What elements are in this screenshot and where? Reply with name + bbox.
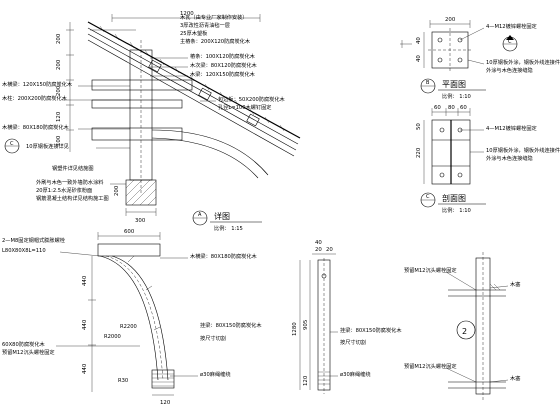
plan-b-dim-left-2: 40: [416, 55, 422, 62]
callout-crossbeam-1: 木横梁：120X150防腐炭化木: [2, 80, 73, 88]
section-c-mark: C: [426, 194, 430, 200]
detail-2-callout-4: 木塞: [510, 374, 520, 382]
plan-b-title: B 平面图 比例： 1:10: [420, 78, 486, 100]
post-dim-top-3: 20: [326, 247, 333, 253]
post-callout-2: 按尺寸切割: [340, 338, 366, 346]
brace-dim-bottom: 120: [160, 400, 171, 406]
callout-crossbeam-2: 木横梁：80X180防腐炭化木: [2, 123, 70, 131]
dim-left-a-3: 200: [56, 85, 62, 96]
callout-roof-tile: 木瓦（由专业厂家制作安装）: [180, 13, 247, 21]
detail-2-bubble: [456, 320, 476, 340]
detail-a-title: A 详图 比例： 1:15: [192, 210, 262, 232]
detail-2-callout-2: 木塞: [510, 280, 520, 288]
brace-r30: R30: [118, 378, 128, 384]
plan-b-title-text: 平面图: [442, 80, 466, 89]
callout-concrete: 钢筋混凝土结构详见结构施工图: [36, 194, 109, 202]
section-c-dim-left-1: 220: [416, 147, 422, 158]
brace-dim-side-3: 440: [82, 363, 88, 374]
section-c-title: C 剖面图 比例： 1:10: [420, 192, 486, 214]
brace-dim-top: 600: [124, 229, 135, 235]
post-dim-side-1: 1280: [292, 322, 298, 336]
section-c-title-text: 剖面图: [442, 193, 466, 203]
callout-mortar: 20厚1:2.5水泥砂浆粉面: [36, 186, 92, 194]
post-callout-3: ø30麻绳缠绕: [340, 370, 371, 378]
post-callout-1: 挂梁：80X150防腐炭化木: [340, 326, 402, 334]
detail-2-mark: 2: [462, 327, 467, 336]
detail-a-scale: 比例： 1:15: [214, 224, 243, 232]
dim-top-a: 1200: [180, 11, 194, 17]
callout-steel-detail: 钢塑件详见结施图: [52, 164, 94, 172]
section-c-dim-1: 60: [434, 105, 441, 111]
section-c-drawing: 60 80 60 220 50 4—M12镀锌螺栓固定 10厚钢板外涂，钢板外线…: [416, 105, 560, 185]
callout-secondary-beam: 木次梁：80X120防腐炭化木: [190, 61, 258, 69]
brace-callout-top-2: L80X80X8L=110: [2, 248, 46, 254]
callout-main-purlin: 主樁条：200X120防腐炭化木: [180, 37, 251, 45]
brace-callout-right-3: ø30麻绳缠绕: [200, 370, 231, 378]
dim-bottom-a-2: 200: [114, 185, 120, 196]
post-dim-side-3: 120: [303, 375, 309, 386]
brace-callout-top: 2—M8固定钢帽式膨胀螺栓: [2, 236, 66, 244]
brace-callout-side-1: 60X80防腐炭化木: [2, 340, 46, 348]
post-dim-top-1: 40: [315, 240, 322, 246]
plan-b-bubble-c-label: C: [508, 39, 512, 45]
post-dim-side-2: 905: [303, 320, 309, 330]
callout-beam: 木梁：120X150防腐炭化木: [190, 70, 256, 78]
callout-column: 木柱：200X200防腐炭化木: [2, 94, 68, 102]
detail-2-drawing: 预留M12沉头螺栓固定 木塞 预留M12沉头螺栓固定 木塞 2: [404, 252, 520, 400]
plan-b-callout-1: 4—M12镀锌螺栓固定: [486, 22, 537, 30]
detail-a-mark: A: [198, 212, 202, 218]
dim-left-a-5: 100: [56, 135, 62, 146]
plan-b-callout-2: 10厚钢板外涂，钢板外线连接件: [486, 58, 560, 66]
detail-2-callout-1: 预留M12沉头螺栓固定: [404, 266, 457, 274]
section-c-scale: 比例： 1:10: [442, 206, 471, 214]
brace-callout-right-1: 挂梁：80X150防腐炭化木: [200, 321, 262, 329]
detail-2-callout-3: 预留M12沉头螺栓固定: [404, 362, 457, 370]
plan-b-callout-3: 外涂与木色连接缝隐: [486, 66, 533, 74]
callout-screw: 孔径L=100木螺钉固定: [218, 103, 271, 111]
brace-dim-side-2: 440: [82, 319, 88, 330]
dim-left-a-2: 200: [56, 59, 62, 70]
dim-left-a-1: 200: [56, 33, 62, 44]
dim-bottom-a-1: 300: [135, 218, 146, 224]
brace-dim-side-1: 440: [82, 275, 88, 286]
post-drawing: 40 20 20 1280 905 120 挂梁：80X150防腐炭化木 按尺寸…: [292, 240, 402, 394]
section-c-callout-1: 4—M12镀锌螺栓固定: [486, 124, 537, 132]
plan-b-dim-top: 200: [445, 17, 456, 23]
detail-a-drawing: 1200 200 200 200 120 100: [56, 11, 301, 224]
section-c-dim-left-2: 50: [416, 123, 422, 130]
brace-radius-2: R2000: [104, 334, 121, 340]
post-dim-top-2: 20: [315, 247, 322, 253]
section-c-callout-2: 10厚钢板外涂，钢板外线连接件: [486, 146, 560, 154]
section-c-dim-3: 60: [460, 105, 467, 111]
plan-b-drawing: 200 40 40 4—M12镀锌螺栓固定 10厚钢板外涂，钢板外线连接件 外涂…: [400, 17, 560, 74]
brace-callout-right-2: 按尺寸切割: [200, 334, 226, 342]
section-c-dim-2: 80: [448, 105, 455, 111]
plan-b-mark: B: [426, 80, 430, 86]
brace-callout-beam: 木横梁：80X180防腐炭化木: [190, 252, 258, 260]
callout-steel-plate: 10厚钢板连接详见: [26, 142, 69, 150]
callout-felt: 3厚改性沥青油毡一层: [180, 21, 230, 29]
plan-b-scale: 比例： 1:10: [442, 92, 471, 100]
callout-purlin: 樁条：100X120防腐炭化木: [190, 52, 256, 60]
callout-paint: 外刷与木色一致外墙防水涂料: [36, 178, 103, 186]
brace-radius-1: R2200: [120, 324, 137, 330]
dim-left-a-4: 120: [56, 111, 62, 122]
bubble-c-a-label: C: [10, 141, 14, 147]
callout-board: 25厚木望板: [180, 29, 208, 37]
brace-drawing: 600 2—M8固定钢帽式膨胀螺栓 L80X80X8L=110 120 440 …: [2, 229, 262, 406]
detail-a-title-text: 详图: [214, 211, 230, 221]
plan-b-dim-left-1: 40: [416, 37, 422, 44]
brace-callout-side-2: 预留M12沉头螺栓固定: [2, 348, 55, 356]
callout-fascia: 包边板：50X200防腐炭化木: [218, 95, 286, 103]
detail-a-callouts: 木瓦（由专业厂家制作安装） 3厚改性沥青油毡一层 25厚木望板 主樁条：200X…: [2, 13, 286, 202]
section-c-callout-3: 外涂与木色连接缝隐: [486, 154, 533, 162]
